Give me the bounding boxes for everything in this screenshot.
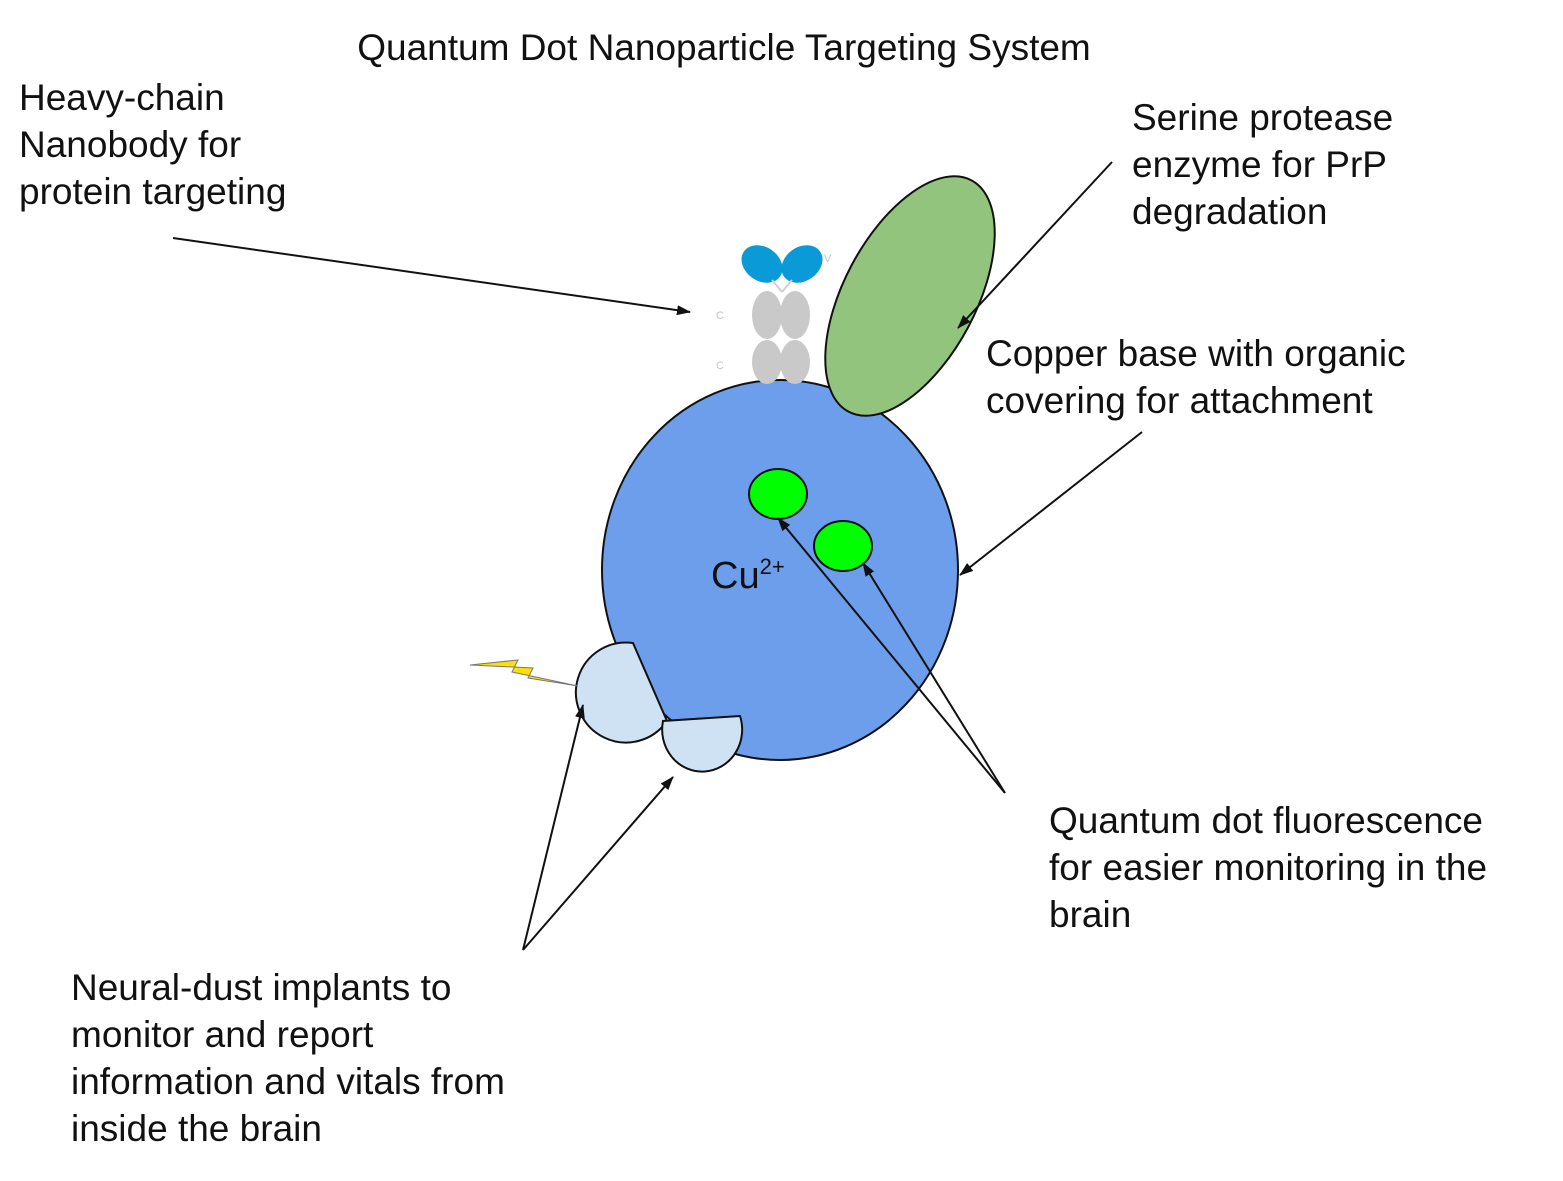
diagram-title: Quantum Dot Nanoparticle Targeting Syste… [357,27,1091,68]
nanobody: V C C [716,245,832,384]
quantum-dots [748,468,873,572]
enzyme-arrow [957,161,1113,329]
nanobody-ch2-right [780,291,810,339]
quantum-dot-arrow-2 [862,562,1006,794]
nanobody-variable-left [741,245,783,283]
nanobody-hinge-left [771,279,783,293]
copper-ion-symbol: Cu2+ [711,554,785,597]
neural-dust-arrow-2 [522,776,674,951]
nanobody-arrow [172,237,691,316]
quantum-dot-arrow-1 [777,517,1006,794]
neural-dust-implant-2 [661,714,744,773]
enzyme-label: Serine protease enzyme for PrP degradati… [1132,97,1404,232]
quantum-dot-label: Quantum dot fluorescence for easier moni… [1049,800,1497,935]
lightning-bolt-icon [469,659,579,687]
nanobody-hinge-right [781,279,793,293]
neural-dust-label: Neural-dust implants to monitor and repo… [71,967,515,1149]
neural-dust-implants [469,641,744,773]
nanobody-ch3-left [752,340,782,384]
callout-arrows [172,161,1143,951]
nanobody-vhh-tag: V [824,253,832,265]
copper-base-sphere [601,379,959,761]
quantum-dot-2 [813,520,873,572]
nanobody-variable-right [781,245,823,283]
nanobody-ch2-left [752,291,782,339]
copper-base-label: Copper base with organic covering for at… [986,333,1416,421]
nanobody-ch3-tag: C [716,360,724,372]
copper-base: Cu2+ [601,379,959,761]
quantum-dot-1 [748,468,808,520]
neural-dust-arrow-1 [522,704,585,951]
nanobody-ch3-right [780,340,810,384]
nanobody-label: Heavy-chain Nanobody for protein targeti… [19,77,286,212]
base-arrow [959,431,1143,576]
nanobody-ch2-tag: C [716,310,724,322]
